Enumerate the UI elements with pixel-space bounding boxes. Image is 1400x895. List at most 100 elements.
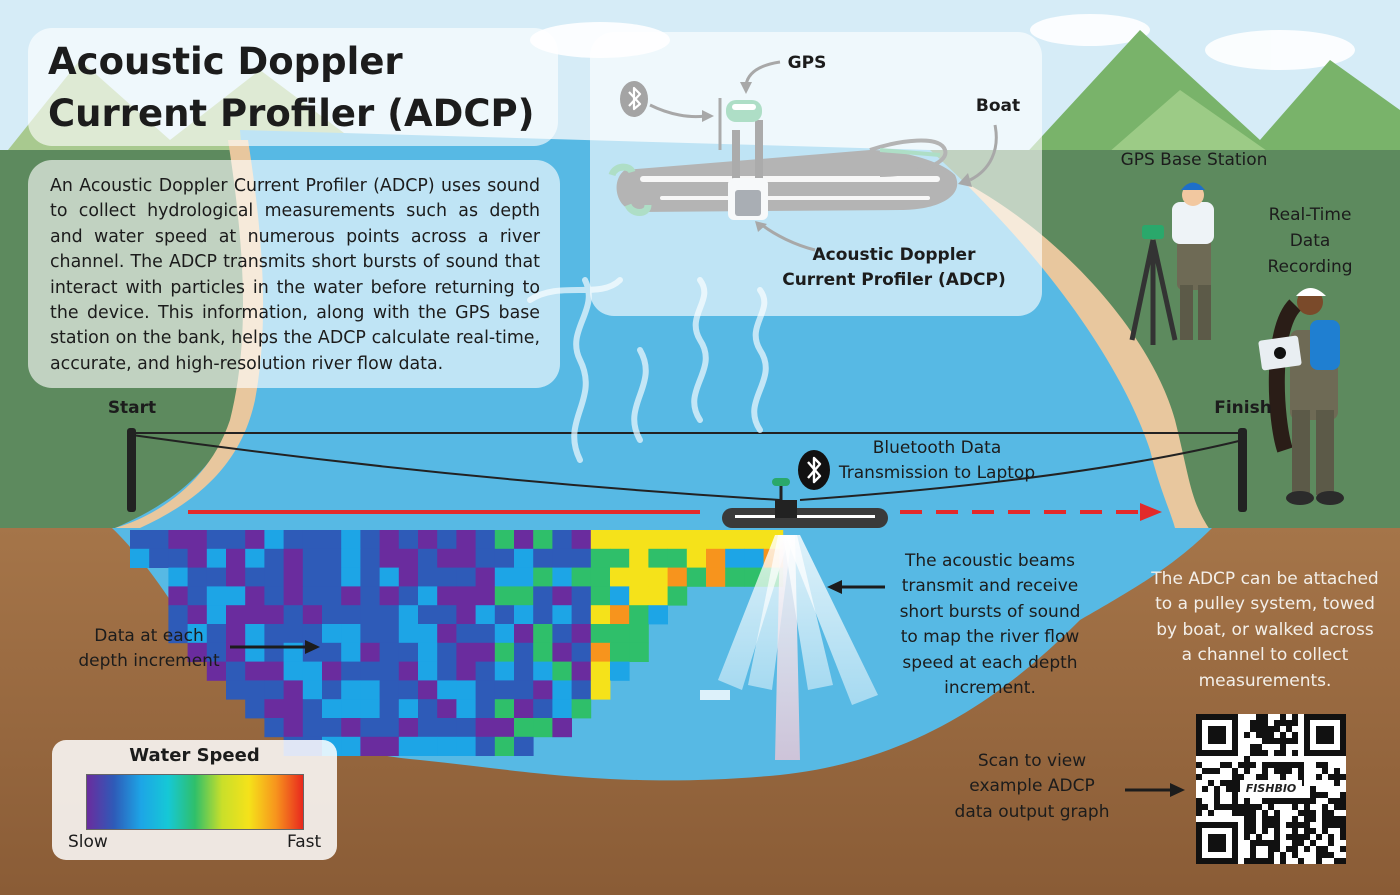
qr-module [1304, 834, 1310, 840]
velocity-cell [629, 605, 649, 625]
velocity-cell [475, 586, 496, 606]
qr-module [1232, 810, 1238, 816]
qr-module [1196, 810, 1202, 816]
velocity-cell [629, 530, 649, 550]
legend-fast-label: Fast [287, 832, 322, 852]
velocity-cell [226, 661, 246, 681]
velocity-cell [571, 567, 592, 587]
qr-module [1280, 738, 1286, 744]
velocity-cell [571, 530, 592, 550]
qr-module [1334, 780, 1340, 786]
qr-module [1250, 828, 1256, 834]
finish-label: Finish [1214, 398, 1272, 418]
qr-module [1256, 840, 1262, 846]
velocity-cell [475, 605, 496, 625]
beams-label-line3: short bursts of sound [899, 602, 1081, 622]
qr-module [1202, 804, 1208, 810]
velocity-cell [590, 642, 611, 662]
velocity-cell [245, 530, 265, 550]
velocity-cell [725, 567, 745, 587]
attach-label-line2: to a pulley system, towed [1155, 594, 1375, 614]
velocity-cell [437, 567, 457, 587]
velocity-cell [206, 661, 227, 681]
velocity-cell [245, 567, 265, 587]
qr-module [1274, 750, 1280, 756]
velocity-cell [514, 699, 534, 719]
qr-module [1232, 804, 1238, 810]
qr-finder [1208, 726, 1226, 744]
velocity-cell [187, 605, 208, 625]
qr-module [1262, 816, 1268, 822]
velocity-cell [187, 548, 208, 568]
qr-module [1268, 798, 1274, 804]
velocity-cell [130, 530, 150, 550]
velocity-cell [302, 567, 323, 587]
qr-module [1280, 852, 1286, 858]
velocity-cell [610, 567, 630, 587]
velocity-cell [302, 661, 323, 681]
attach-label-line5: measurements. [1198, 671, 1332, 691]
qr-module [1292, 834, 1298, 840]
qr-module [1286, 762, 1292, 768]
qr-module [1286, 738, 1292, 744]
bluetooth-label-line2: Transmission to Laptop [838, 463, 1036, 483]
qr-module [1262, 738, 1268, 744]
qr-module [1262, 798, 1268, 804]
qr-module [1280, 798, 1286, 804]
qr-module [1316, 846, 1322, 852]
qr-module [1274, 816, 1280, 822]
velocity-cell [379, 642, 400, 662]
velocity-cell [168, 586, 188, 606]
qr-code[interactable]: FISHBIO [1196, 714, 1346, 864]
qr-module [1298, 774, 1304, 780]
qr-module [1202, 768, 1208, 774]
qr-module [1274, 828, 1280, 834]
velocity-cell [206, 605, 227, 625]
velocity-cell [398, 661, 419, 681]
velocity-cell [475, 661, 496, 681]
velocity-cell [341, 605, 361, 625]
qr-module [1280, 720, 1286, 726]
velocity-cell [379, 699, 400, 719]
qr-module [1250, 810, 1256, 816]
velocity-cell [533, 530, 553, 550]
qr-module [1214, 768, 1220, 774]
qr-module [1280, 858, 1286, 864]
qr-module [1292, 738, 1298, 744]
velocity-cell [168, 624, 188, 644]
velocity-cell [245, 624, 265, 644]
qr-module [1244, 798, 1250, 804]
inset-adcp-label-line2: Current Profiler (ADCP) [782, 270, 1006, 290]
qr-module [1244, 804, 1250, 810]
velocity-cell [437, 548, 457, 568]
velocity-cell [629, 567, 649, 587]
inset-adcp-label-line1: Acoustic Doppler [812, 245, 976, 265]
velocity-cell [341, 642, 361, 662]
qr-logo: FISHBIO [1240, 780, 1302, 798]
velocity-cell [398, 567, 419, 587]
velocity-cell [418, 567, 438, 587]
velocity-cell [226, 680, 246, 700]
qr-module [1292, 750, 1298, 756]
velocity-cell [379, 736, 400, 756]
qr-module [1196, 774, 1202, 780]
qr-module [1304, 798, 1310, 804]
qr-module [1256, 834, 1262, 840]
qr-module [1298, 858, 1304, 864]
velocity-cell [398, 605, 419, 625]
velocity-cell [283, 699, 304, 719]
velocity-cell [552, 680, 572, 700]
qr-module [1340, 858, 1346, 864]
velocity-cell [264, 699, 284, 719]
velocity-cell [494, 736, 515, 756]
qr-module [1226, 780, 1232, 786]
velocity-cell [206, 548, 227, 568]
qr-module [1328, 816, 1334, 822]
qr-module [1280, 762, 1286, 768]
qr-module [1268, 816, 1274, 822]
velocity-cell [590, 530, 611, 550]
qr-module [1226, 762, 1232, 768]
velocity-cell [590, 605, 611, 625]
velocity-cell [322, 661, 342, 681]
qr-module [1322, 828, 1328, 834]
